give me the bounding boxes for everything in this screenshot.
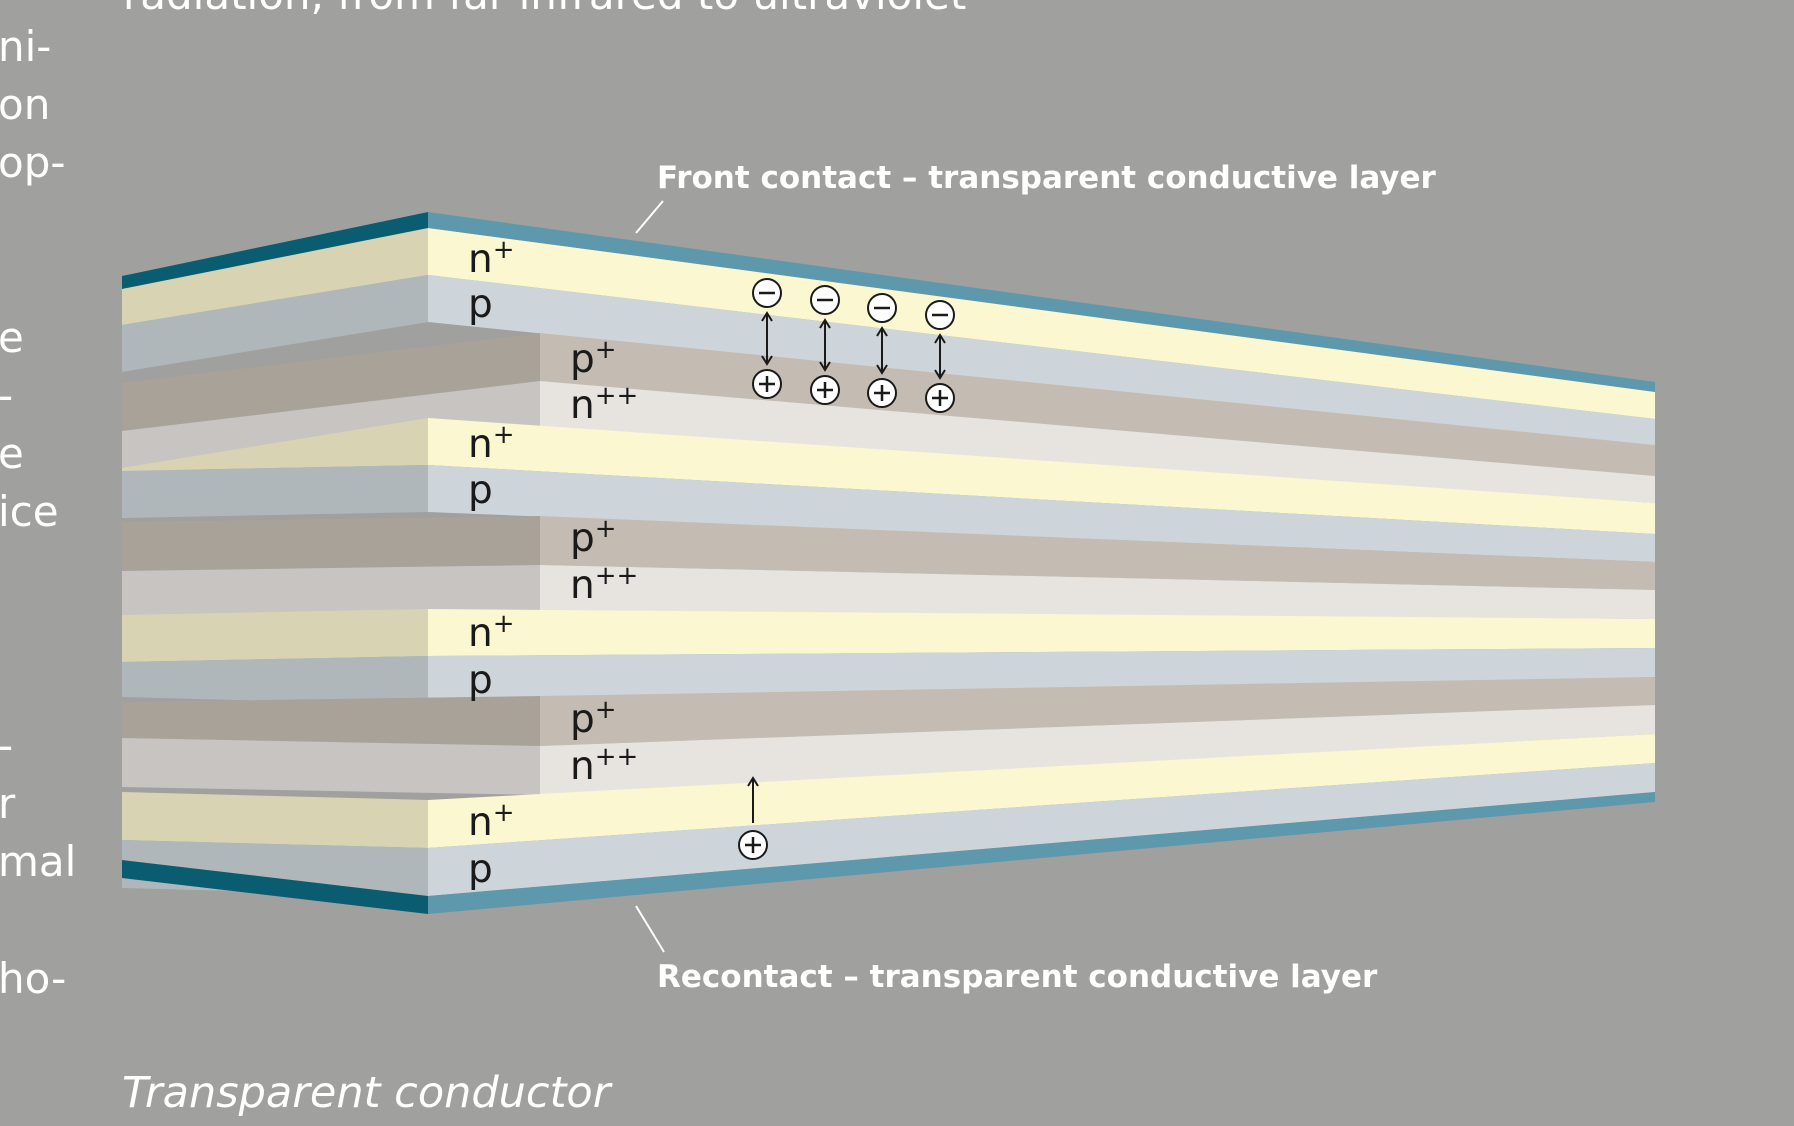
p-plus-layer — [540, 333, 1655, 476]
layer-label-pplus: p+ — [570, 335, 617, 382]
margin-text-fragment: ni- — [0, 22, 52, 71]
p-layer-side — [122, 656, 428, 705]
margin-text-fragment: r — [0, 779, 16, 828]
layer-label-nplus: n+ — [468, 235, 515, 282]
layer-label-p: p — [468, 282, 493, 327]
layer-label-nplus: n+ — [468, 420, 515, 467]
layer-label-pplus: p+ — [570, 514, 617, 561]
arrow-head-down — [761, 355, 773, 366]
n-plus-layer-side — [122, 609, 428, 662]
layer-label-p: p — [468, 658, 493, 703]
margin-text-fragment: op- — [0, 138, 66, 187]
charge-carriers — [738, 278, 955, 860]
margin-text-fragment: on — [0, 80, 51, 129]
p-layer — [428, 763, 1655, 896]
arrow-head-up — [934, 333, 946, 344]
back-contact-label: Recontact – transparent conductive layer — [657, 959, 1378, 995]
n-plus-plus-layer-side — [122, 565, 540, 618]
p-layer — [428, 465, 1655, 562]
arrow-head-up — [876, 326, 888, 337]
margin-text-fragment: e — [0, 429, 24, 478]
layer-label-p: p — [468, 468, 493, 513]
p-layer — [428, 275, 1655, 447]
front-contact-label: Front contact – transparent conductive l… — [657, 160, 1437, 196]
p-layer-side — [122, 275, 428, 372]
n-plus-layer — [428, 228, 1655, 419]
n-plus-layer — [428, 418, 1655, 534]
front-contact-leader-line — [635, 200, 664, 234]
figure-caption: Transparent conductor — [122, 1068, 611, 1118]
p-plus-layer — [540, 677, 1655, 746]
layer-label-nplus: n+ — [468, 609, 515, 656]
p-plus-layer-side — [122, 516, 540, 571]
n-plus-plus-layer-side — [122, 738, 540, 795]
margin-text-fragment: e — [0, 313, 24, 362]
p-plus-layer-side — [122, 696, 540, 746]
n-plus-plus-layer — [540, 565, 1655, 619]
margin-text-fragment: ho- — [0, 954, 67, 1003]
front-contact — [428, 212, 1655, 392]
back-contact-side — [122, 860, 428, 914]
p-plus-layer — [540, 516, 1655, 590]
n-plus-plus-layer — [540, 705, 1655, 795]
layer-label-pplus: p+ — [570, 695, 617, 742]
n-plus-layer-side — [122, 228, 428, 325]
layer-stack — [122, 228, 1655, 896]
margin-text-fragment: - — [0, 725, 13, 767]
n-plus-layer — [428, 734, 1655, 848]
arrow-head-up — [819, 318, 831, 329]
n-plus-layer-side — [122, 792, 428, 848]
n-plus-plus-layer — [540, 381, 1655, 503]
arrow-head-down — [819, 361, 831, 372]
margin-text-fragment: mal — [0, 837, 77, 886]
p-layer — [428, 648, 1655, 705]
margin-text-fragment: ice — [0, 487, 59, 536]
arrow-head-up — [747, 776, 759, 787]
layer-label-nplusplus: n++ — [570, 561, 638, 608]
contact-layers — [122, 212, 1655, 914]
arrow-head-up — [761, 311, 773, 322]
margin-text-fragment: - — [0, 375, 13, 417]
arrow-head-down — [934, 369, 946, 380]
n-plus-layer — [428, 609, 1655, 656]
layer-label-nplus: n+ — [468, 798, 515, 845]
back-contact-leader-line — [635, 905, 665, 953]
front-contact-side — [122, 212, 428, 289]
layer-label-nplusplus: n++ — [570, 742, 638, 789]
layer-labels: n+pp+n++n+pp+n++n+pp+n++n+p — [468, 235, 638, 892]
layer-label-nplusplus: n++ — [570, 381, 638, 428]
p-plus-layer-side — [122, 333, 540, 431]
cropped-top-text: radiation, from far-infrared to ultravio… — [123, 0, 966, 16]
p-layer-side — [122, 465, 428, 518]
layer-label-p: p — [468, 847, 493, 892]
arrow-head-down — [876, 364, 888, 375]
n-plus-layer-side — [122, 418, 428, 471]
back-contact — [428, 792, 1655, 914]
